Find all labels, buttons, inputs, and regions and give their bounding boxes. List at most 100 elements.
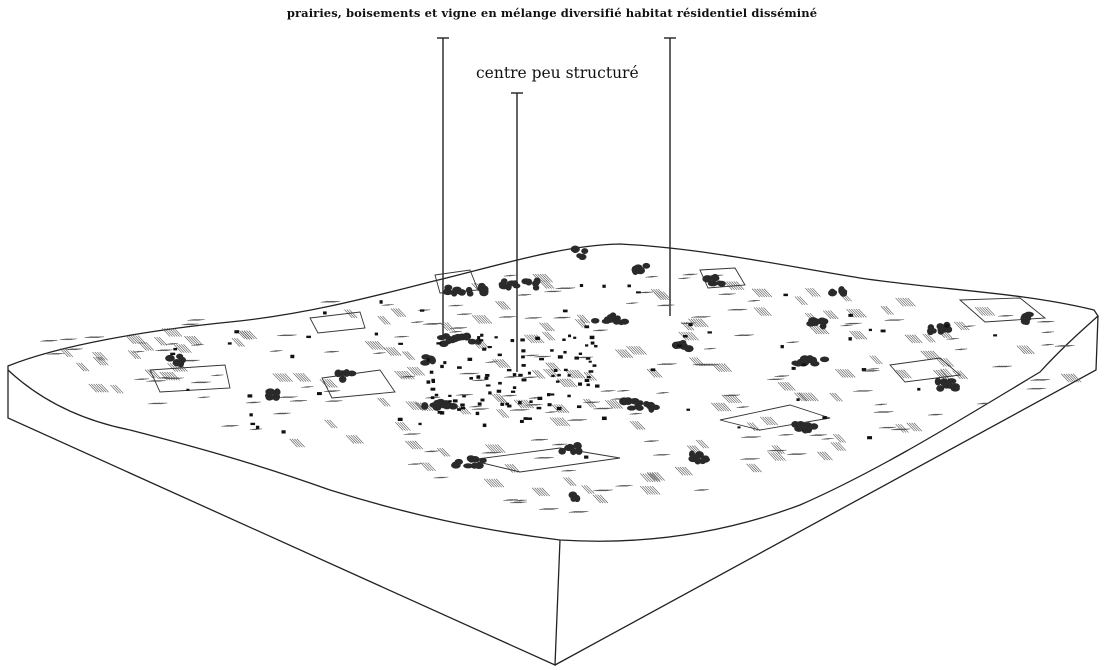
hatch-stroke <box>576 511 584 513</box>
house-glyph <box>801 363 806 366</box>
hatch-stroke <box>80 362 90 372</box>
hatch-stroke <box>439 322 448 331</box>
hatch-stroke <box>566 469 574 472</box>
house-glyph <box>467 357 473 361</box>
hatch-stroke <box>329 350 337 353</box>
hatch-stroke <box>512 501 520 504</box>
hatch-stroke <box>519 499 527 502</box>
hatch-stroke <box>239 330 248 340</box>
tree-glyph <box>575 447 583 455</box>
hatch-stroke <box>624 349 634 358</box>
hatch-stroke <box>640 291 649 294</box>
hatch-stroke <box>1059 345 1068 347</box>
hatch-stroke <box>563 316 571 319</box>
hatch-stroke <box>525 399 535 409</box>
hatch-stroke <box>695 439 705 449</box>
hatch-stroke <box>776 378 785 381</box>
hatch-stroke <box>334 400 343 402</box>
hatch-stroke <box>602 489 611 492</box>
hatch-stroke <box>365 341 374 350</box>
hatch-stroke <box>382 397 391 407</box>
hatch-stroke <box>640 473 649 483</box>
house-glyph <box>430 396 435 400</box>
hatch-stroke <box>979 402 988 405</box>
hatch-stroke <box>776 445 785 454</box>
hatch-stroke <box>662 453 671 456</box>
hatch-stroke <box>437 447 446 457</box>
hatch-stroke <box>810 392 819 402</box>
hatch-stroke <box>331 350 340 353</box>
hatch-stroke <box>693 316 702 318</box>
hatch-stroke <box>396 335 405 338</box>
hatch-stroke <box>649 473 658 483</box>
house-glyph <box>379 300 383 304</box>
hatch-stroke <box>348 434 357 444</box>
hatch-stroke <box>532 403 541 406</box>
hatch-stroke <box>778 433 786 436</box>
hatch-stroke <box>402 375 411 378</box>
hatch-stroke <box>633 346 642 355</box>
hatch-stroke <box>410 433 419 435</box>
hatch-stroke <box>965 325 974 327</box>
hatch-stroke <box>158 336 168 346</box>
hatch-stroke <box>680 277 689 280</box>
hatch-stroke <box>842 368 851 378</box>
tree-glyph <box>439 340 449 348</box>
house-glyph <box>549 393 555 396</box>
house-glyph <box>584 325 590 329</box>
hatch-stroke <box>399 370 408 380</box>
hatch-stroke <box>189 359 198 362</box>
hatch-stroke <box>1065 373 1075 383</box>
hatch-stroke <box>630 302 639 305</box>
field-parcel <box>309 311 366 334</box>
tree-glyph <box>591 317 600 324</box>
hatch-stroke <box>743 334 752 337</box>
hatch-stroke <box>723 402 732 412</box>
hatch-stroke <box>523 294 532 296</box>
hatch-stroke <box>561 417 571 427</box>
hatch-stroke <box>514 499 522 502</box>
hatch-stroke <box>769 449 777 452</box>
hatch-stroke <box>979 306 988 316</box>
hatch-stroke <box>140 341 150 351</box>
hatch-stroke <box>538 438 546 441</box>
hatch-stroke <box>829 392 838 402</box>
hatch-stroke <box>552 417 561 427</box>
hatch-stroke <box>481 315 490 324</box>
hatch-stroke <box>727 394 736 397</box>
hatch-stroke <box>615 349 624 358</box>
hatch-stroke <box>851 322 860 325</box>
hatch-stroke <box>511 376 519 378</box>
hatch-stroke <box>763 288 773 298</box>
hatch-stroke <box>762 416 771 426</box>
hatch-stroke <box>461 372 470 375</box>
hatch-stroke <box>155 349 163 352</box>
hatch-stroke <box>248 401 256 404</box>
hatch-stroke <box>226 425 234 427</box>
hatch-stroke <box>164 371 173 381</box>
house-glyph <box>555 380 560 383</box>
house-glyph <box>688 323 693 327</box>
hatch-stroke <box>506 376 515 378</box>
hatch-stroke <box>440 476 449 479</box>
hatch-stroke <box>651 472 661 481</box>
hatch-stroke <box>610 398 619 400</box>
hatch-stroke <box>469 372 477 375</box>
hatch-stroke <box>803 392 812 402</box>
hatch-stroke <box>377 315 386 325</box>
top-annotation-label: prairies, boisements et vigne en mélange… <box>286 6 818 20</box>
hatch-stroke <box>744 458 753 460</box>
hatch-stroke <box>346 309 355 319</box>
hatch-stroke <box>527 317 535 319</box>
house-glyph <box>537 396 543 401</box>
house-glyph <box>476 375 481 379</box>
hatch-stroke <box>583 398 592 408</box>
hatch-stroke <box>65 348 73 351</box>
hatch-stroke <box>433 476 442 479</box>
hatch-stroke <box>805 392 814 402</box>
hatch-stroke <box>945 358 954 367</box>
house-glyph <box>457 408 462 411</box>
hatch-stroke <box>128 335 137 344</box>
hatch-stroke <box>706 364 715 366</box>
hatch-stroke <box>1073 373 1082 383</box>
